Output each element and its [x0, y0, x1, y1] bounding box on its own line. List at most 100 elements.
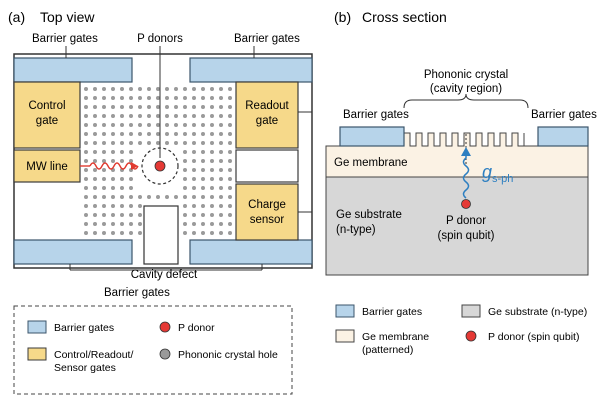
label-control-gate-2: gate — [36, 115, 58, 127]
phononic-hole — [165, 132, 169, 136]
coupling-arrowhead — [461, 147, 471, 156]
phononic-hole — [192, 177, 196, 181]
phononic-hole — [228, 96, 232, 100]
phononic-hole — [183, 87, 187, 91]
phononic-hole — [219, 195, 223, 199]
phononic-hole — [111, 87, 115, 91]
phononic-hole — [93, 150, 97, 154]
phononic-hole — [192, 222, 196, 226]
xs-barrier-gate-left — [339, 126, 405, 147]
label-mw-line: MW line — [26, 161, 68, 173]
phononic-hole — [129, 222, 133, 226]
phononic-hole — [129, 231, 133, 235]
xs-p-donor — [461, 199, 471, 209]
phononic-hole — [174, 96, 178, 100]
phononic-hole — [120, 186, 124, 190]
phononic-hole — [102, 87, 106, 91]
phononic-hole — [129, 141, 133, 145]
phononic-hole — [210, 231, 214, 235]
phononic-hole — [138, 132, 142, 136]
panel-a-title: Top view — [40, 9, 95, 25]
phononic-hole — [228, 231, 232, 235]
phononic-hole — [183, 114, 187, 118]
label-ge-substrate-1: Ge substrate — [336, 209, 402, 221]
barrier-gate-bottom-right — [189, 239, 313, 265]
phononic-hole — [138, 87, 142, 91]
phononic-hole — [228, 195, 232, 199]
phononic-hole — [219, 159, 223, 163]
phononic-hole — [93, 222, 97, 226]
phononic-hole — [201, 186, 205, 190]
phononic-hole — [201, 231, 205, 235]
phononic-hole — [201, 114, 205, 118]
xs-barrier-gate-right — [537, 126, 589, 147]
phononic-hole — [129, 150, 133, 154]
phononic-hole — [192, 168, 196, 172]
phononic-hole — [147, 141, 151, 145]
phononic-hole — [183, 123, 187, 127]
phononic-hole — [111, 195, 115, 199]
phononic-hole — [192, 204, 196, 208]
phononic-hole — [138, 96, 142, 100]
label-barrier-top-left: Barrier gates — [32, 33, 98, 45]
phononic-hole — [210, 168, 214, 172]
phononic-hole — [201, 222, 205, 226]
phononic-hole — [174, 132, 178, 136]
phononic-hole — [210, 213, 214, 217]
phononic-hole — [228, 168, 232, 172]
phononic-hole — [210, 195, 214, 199]
mw-wave — [89, 162, 139, 170]
phononic-hole — [111, 132, 115, 136]
phononic-hole — [165, 87, 169, 91]
phononic-hole — [84, 141, 88, 145]
phononic-hole — [147, 96, 151, 100]
barrier-gate-bottom-left — [13, 239, 133, 265]
phononic-hole — [156, 195, 160, 199]
legend-a: Barrier gates P donor Control/Readout/ S… — [13, 305, 293, 395]
phononic-hole — [219, 204, 223, 208]
phononic-hole — [174, 195, 178, 199]
phononic-hole — [84, 204, 88, 208]
legend-a-barrier: Barrier gates — [54, 322, 114, 334]
phononic-hole — [138, 231, 142, 235]
label-barrier-top-right: Barrier gates — [234, 33, 300, 45]
panel-b-title: Cross section — [362, 9, 447, 25]
barrier-gate-top-left — [13, 57, 133, 83]
phononic-hole — [219, 105, 223, 109]
phononic-hole — [174, 114, 178, 118]
phononic-brace — [403, 93, 529, 109]
legend-a-swatch-hole — [159, 348, 171, 360]
panel-b-tag: (b) — [334, 9, 351, 25]
phononic-hole — [93, 96, 97, 100]
phononic-hole — [120, 222, 124, 226]
phononic-hole — [84, 213, 88, 217]
phononic-hole — [174, 141, 178, 145]
phononic-hole — [93, 87, 97, 91]
phononic-hole — [183, 186, 187, 190]
phononic-hole — [102, 177, 106, 181]
label-coupling: gs-ph — [482, 162, 513, 185]
phononic-hole — [210, 186, 214, 190]
phononic-hole — [102, 150, 106, 154]
label-phononic-crystal-1: Phononic crystal — [424, 69, 508, 81]
label-p-donor-2: (spin qubit) — [438, 230, 495, 242]
phononic-hole — [120, 213, 124, 217]
phononic-hole — [183, 105, 187, 109]
gate-gap — [235, 149, 299, 183]
phononic-hole — [93, 177, 97, 181]
phononic-hole — [183, 159, 187, 163]
phononic-hole — [129, 105, 133, 109]
phononic-hole — [192, 213, 196, 217]
phononic-hole — [165, 96, 169, 100]
phononic-hole — [138, 204, 142, 208]
label-charge-sensor-1: Charge — [248, 199, 286, 211]
phononic-hole — [120, 132, 124, 136]
label-ge-membrane: Ge membrane — [334, 157, 408, 169]
phononic-hole — [156, 114, 160, 118]
phononic-hole — [111, 150, 115, 154]
phononic-hole — [183, 168, 187, 172]
phononic-hole — [120, 96, 124, 100]
phononic-hole — [192, 231, 196, 235]
phononic-hole — [210, 132, 214, 136]
label-barrier-left: Barrier gates — [343, 109, 409, 121]
